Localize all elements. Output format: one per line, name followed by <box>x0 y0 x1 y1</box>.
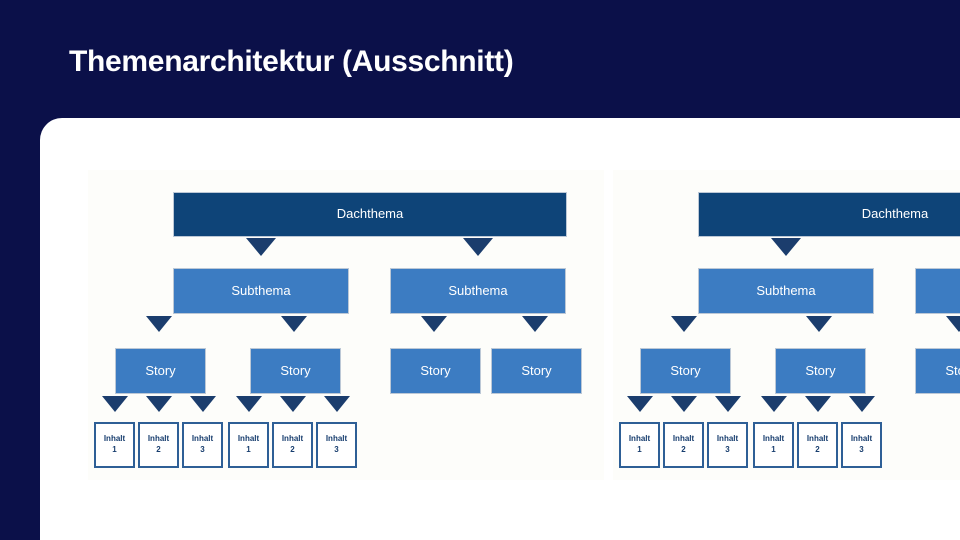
arrow-down-icon <box>421 316 447 332</box>
node-inhalt-label: Inhalt <box>762 434 785 444</box>
arrow-down-icon <box>627 396 653 412</box>
arrow-down-icon <box>463 238 493 256</box>
node-inhalt-number: 1 <box>771 445 776 454</box>
node-inhalt-number: 3 <box>725 445 730 454</box>
node-inhalt-label: Inhalt <box>103 434 126 444</box>
diagram-cluster-a: Dachthema Subthema Subthema Story Story … <box>88 170 604 480</box>
arrow-down-icon <box>281 316 307 332</box>
node-story[interactable]: Story <box>491 348 582 394</box>
node-inhalt[interactable]: Inhalt 3 <box>182 422 223 468</box>
node-story[interactable]: Story <box>775 348 866 394</box>
node-subthema[interactable]: Subthema <box>698 268 874 314</box>
node-story[interactable]: Story <box>115 348 206 394</box>
node-inhalt-label: Inhalt <box>850 434 873 444</box>
node-inhalt-number: 2 <box>815 445 820 454</box>
node-story[interactable]: Story <box>640 348 731 394</box>
node-inhalt-label: Inhalt <box>147 434 170 444</box>
arrow-down-icon <box>522 316 548 332</box>
node-dachthema[interactable]: Dachthema <box>173 192 567 237</box>
arrow-down-icon <box>146 316 172 332</box>
arrow-down-icon <box>761 396 787 412</box>
arrow-down-icon <box>805 396 831 412</box>
node-story[interactable]: Story <box>250 348 341 394</box>
node-inhalt-number: 2 <box>156 445 161 454</box>
node-subthema[interactable]: Subthema <box>173 268 349 314</box>
node-inhalt-label: Inhalt <box>628 434 651 444</box>
node-subthema[interactable]: Subthema <box>390 268 566 314</box>
arrow-down-icon <box>806 316 832 332</box>
node-inhalt-label: Inhalt <box>672 434 695 444</box>
arrow-down-icon <box>715 396 741 412</box>
page-title: Themenarchitektur (Ausschnitt) <box>69 45 514 78</box>
node-inhalt[interactable]: Inhalt 1 <box>94 422 135 468</box>
arrow-down-icon <box>280 396 306 412</box>
node-inhalt[interactable]: Inhalt 1 <box>619 422 660 468</box>
node-dachthema[interactable]: Dachthema <box>698 192 960 237</box>
arrow-down-icon <box>849 396 875 412</box>
node-inhalt-number: 1 <box>246 445 251 454</box>
arrow-down-icon <box>246 238 276 256</box>
node-inhalt[interactable]: Inhalt 3 <box>707 422 748 468</box>
node-inhalt-label: Inhalt <box>191 434 214 444</box>
node-inhalt-label: Inhalt <box>281 434 304 444</box>
arrow-down-icon <box>190 396 216 412</box>
arrow-down-icon <box>324 396 350 412</box>
node-story[interactable]: Story <box>390 348 481 394</box>
node-inhalt[interactable]: Inhalt 1 <box>753 422 794 468</box>
node-inhalt-label: Inhalt <box>716 434 739 444</box>
node-inhalt-label: Inhalt <box>237 434 260 444</box>
node-inhalt[interactable]: Inhalt 3 <box>841 422 882 468</box>
node-inhalt-number: 3 <box>859 445 864 454</box>
node-subthema[interactable]: Subthema <box>915 268 960 314</box>
node-story[interactable]: Story <box>915 348 960 394</box>
node-inhalt[interactable]: Inhalt 2 <box>272 422 313 468</box>
node-inhalt[interactable]: Inhalt 3 <box>316 422 357 468</box>
arrow-down-icon <box>771 238 801 256</box>
node-inhalt-number: 1 <box>637 445 642 454</box>
arrow-down-icon <box>671 316 697 332</box>
content-panel: Dachthema Subthema Subthema Story Story … <box>40 118 960 540</box>
arrow-down-icon <box>102 396 128 412</box>
node-inhalt-number: 2 <box>290 445 295 454</box>
diagram-cluster-b: Dachthema Subthema Subthema Story Story … <box>613 170 960 480</box>
node-inhalt-number: 1 <box>112 445 117 454</box>
arrow-down-icon <box>146 396 172 412</box>
node-inhalt-number: 3 <box>334 445 339 454</box>
node-inhalt-label: Inhalt <box>325 434 348 444</box>
node-inhalt-number: 2 <box>681 445 686 454</box>
arrow-down-icon <box>946 316 960 332</box>
node-inhalt-number: 3 <box>200 445 205 454</box>
arrow-down-icon <box>671 396 697 412</box>
arrow-down-icon <box>236 396 262 412</box>
node-inhalt[interactable]: Inhalt 2 <box>663 422 704 468</box>
node-inhalt-label: Inhalt <box>806 434 829 444</box>
node-inhalt[interactable]: Inhalt 1 <box>228 422 269 468</box>
node-inhalt[interactable]: Inhalt 2 <box>138 422 179 468</box>
node-inhalt[interactable]: Inhalt 2 <box>797 422 838 468</box>
